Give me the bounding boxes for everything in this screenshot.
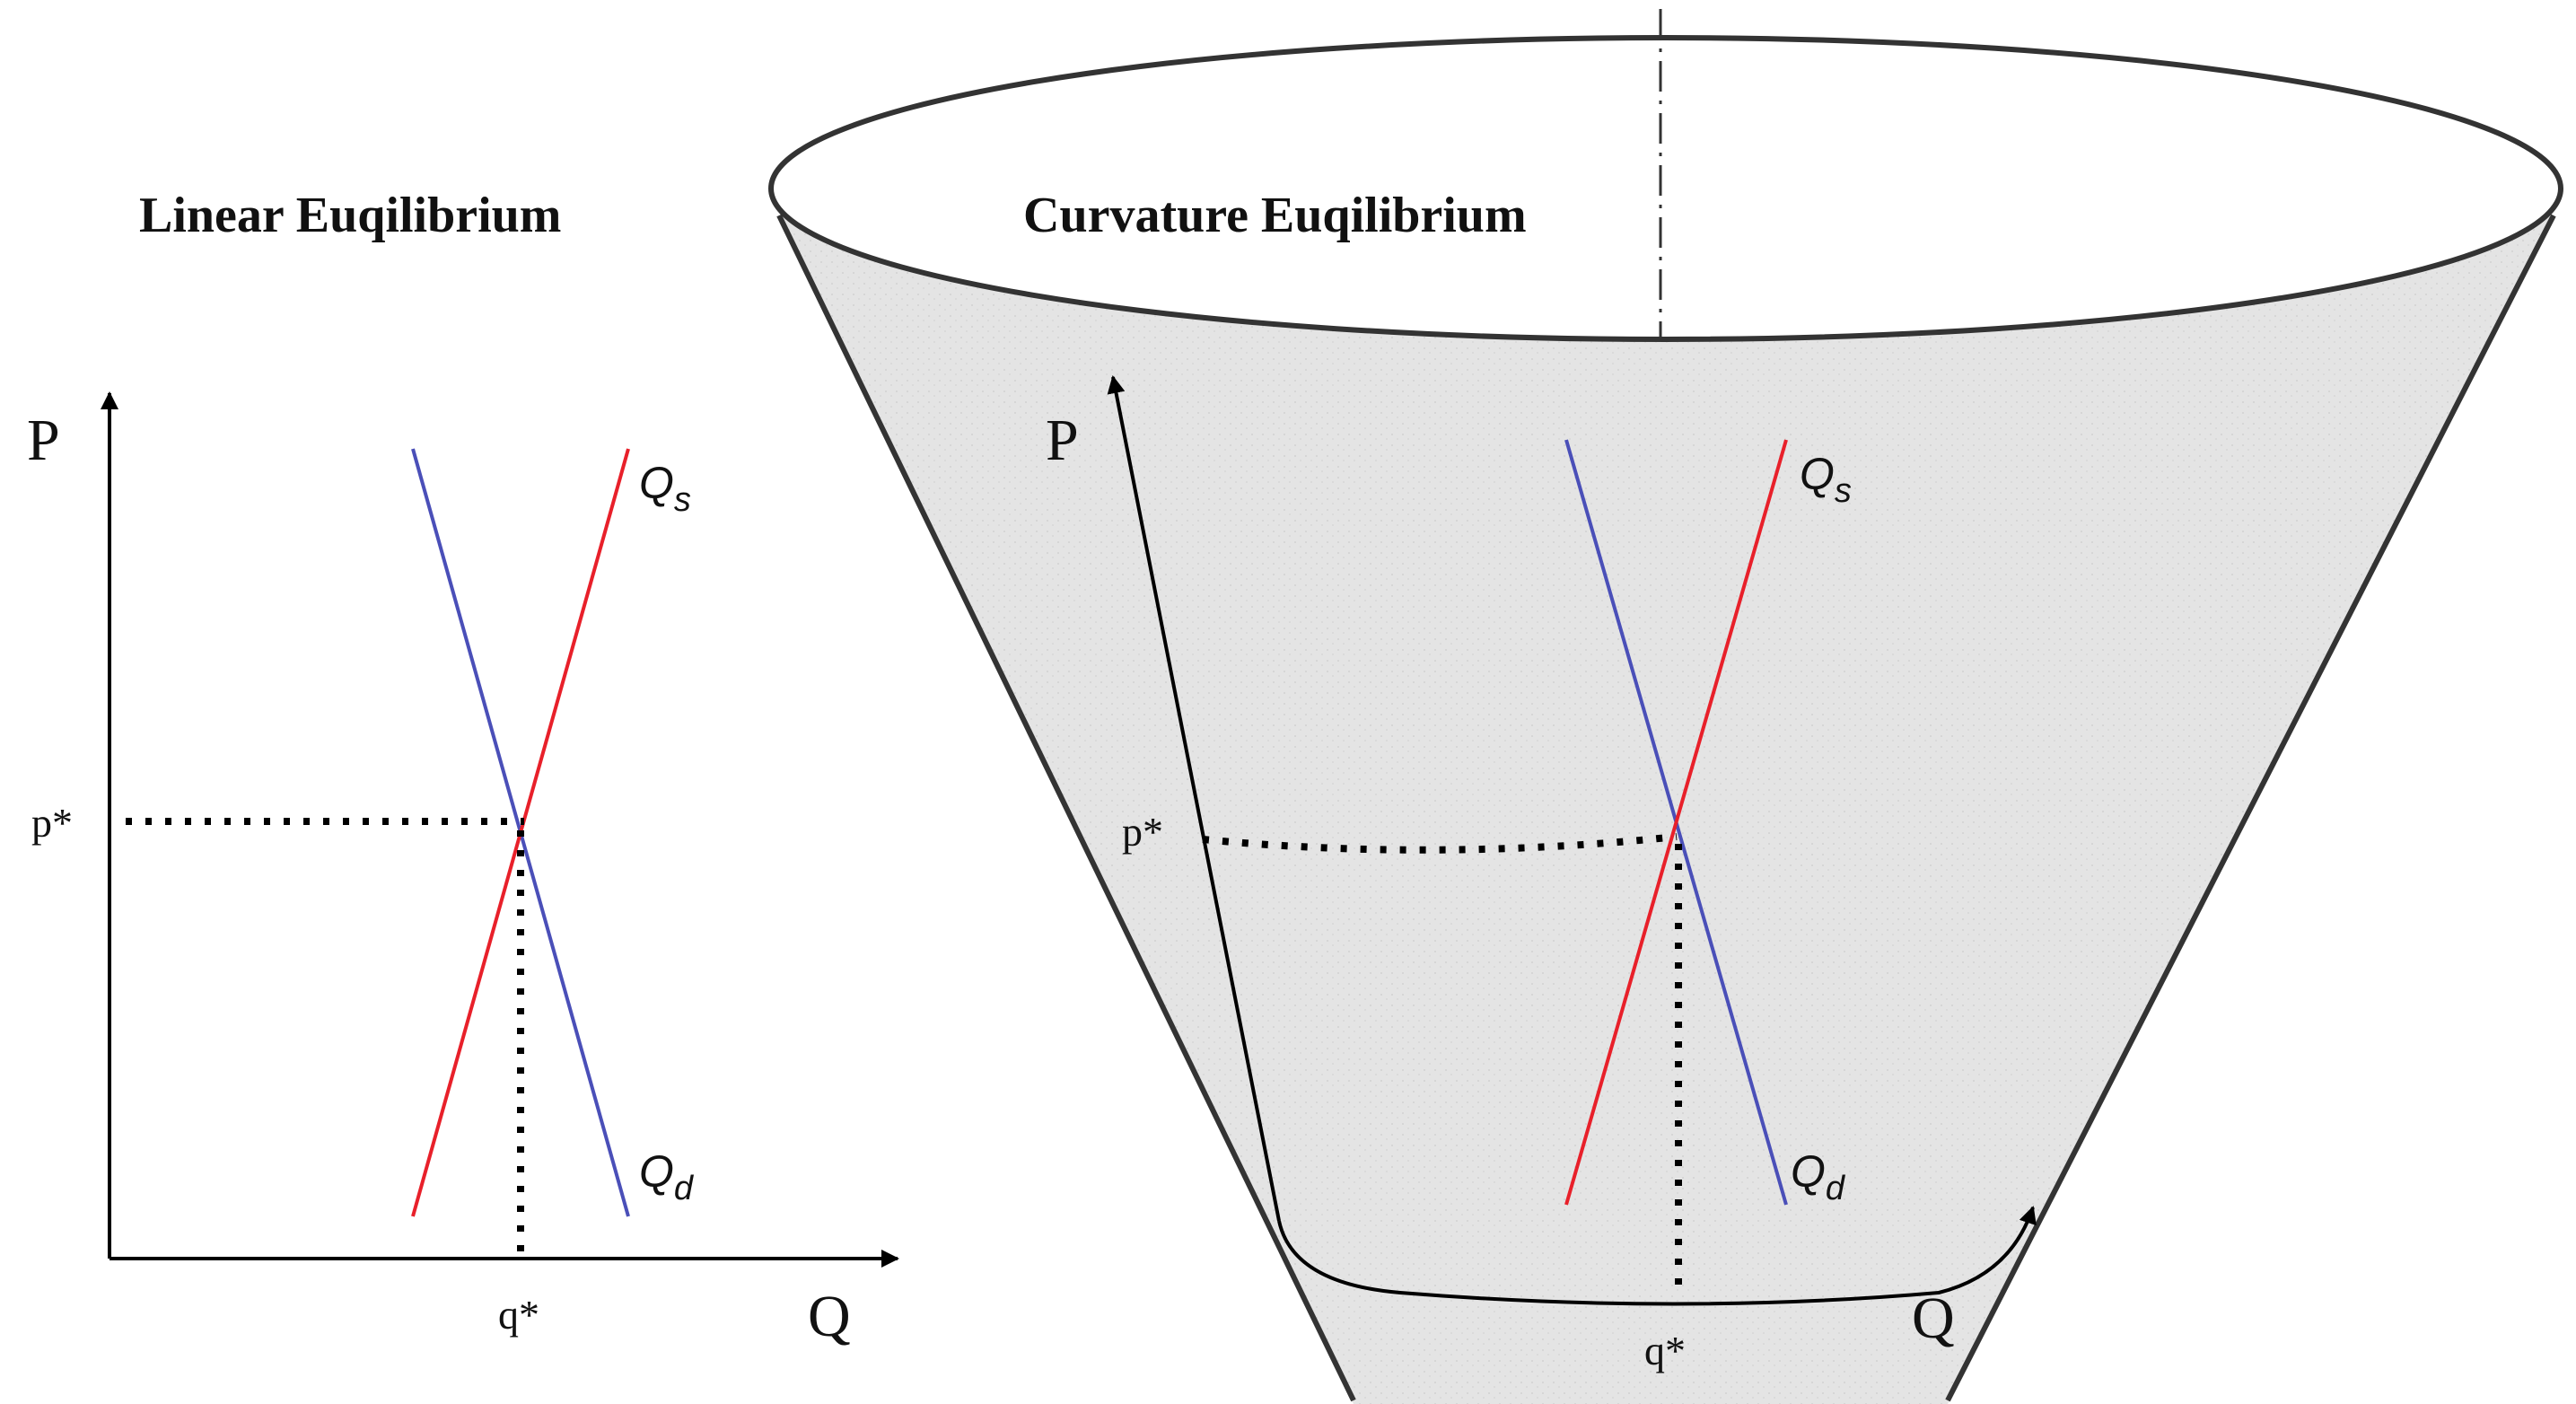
linear-demand-label: Qd	[639, 1146, 695, 1207]
cone-left-edge	[776, 214, 1356, 1402]
linear-quantity-label: q*	[498, 1292, 539, 1338]
linear-panel: Linear Euqilibrium P Q p* q* Qs Qd	[27, 188, 899, 1349]
curvature-price-guide	[1202, 833, 1678, 854]
curvature-title: Curvature Euqilibrium	[1023, 188, 1527, 243]
curvature-demand-label: Qd	[1791, 1146, 1846, 1207]
cone-rim	[768, 35, 2563, 342]
curvature-y-axis	[1107, 375, 1281, 1222]
curvature-supply-label: Qs	[1800, 449, 1852, 510]
curvature-y-axis-label: P	[1046, 408, 1079, 473]
linear-supply-label: Qs	[639, 458, 691, 519]
cone-body	[779, 215, 2554, 1404]
curvature-quantity-label: q*	[1644, 1328, 1686, 1373]
curvature-x-axis	[1277, 1206, 2037, 1306]
linear-y-axis-label: P	[27, 408, 60, 473]
cone-right-edge	[1945, 214, 2556, 1402]
curvature-price-label: p*	[1122, 809, 1163, 855]
curvature-x-axis-label: Q	[1912, 1286, 1955, 1351]
linear-x-axis-label: Q	[808, 1284, 851, 1349]
linear-title: Linear Euqilibrium	[139, 188, 561, 243]
curvature-supply-curve	[1564, 439, 1788, 1206]
linear-price-label: p*	[31, 800, 73, 846]
curvature-panel: Curvature Euqilibrium P Q p* q* Qs Qd	[768, 9, 2563, 1404]
